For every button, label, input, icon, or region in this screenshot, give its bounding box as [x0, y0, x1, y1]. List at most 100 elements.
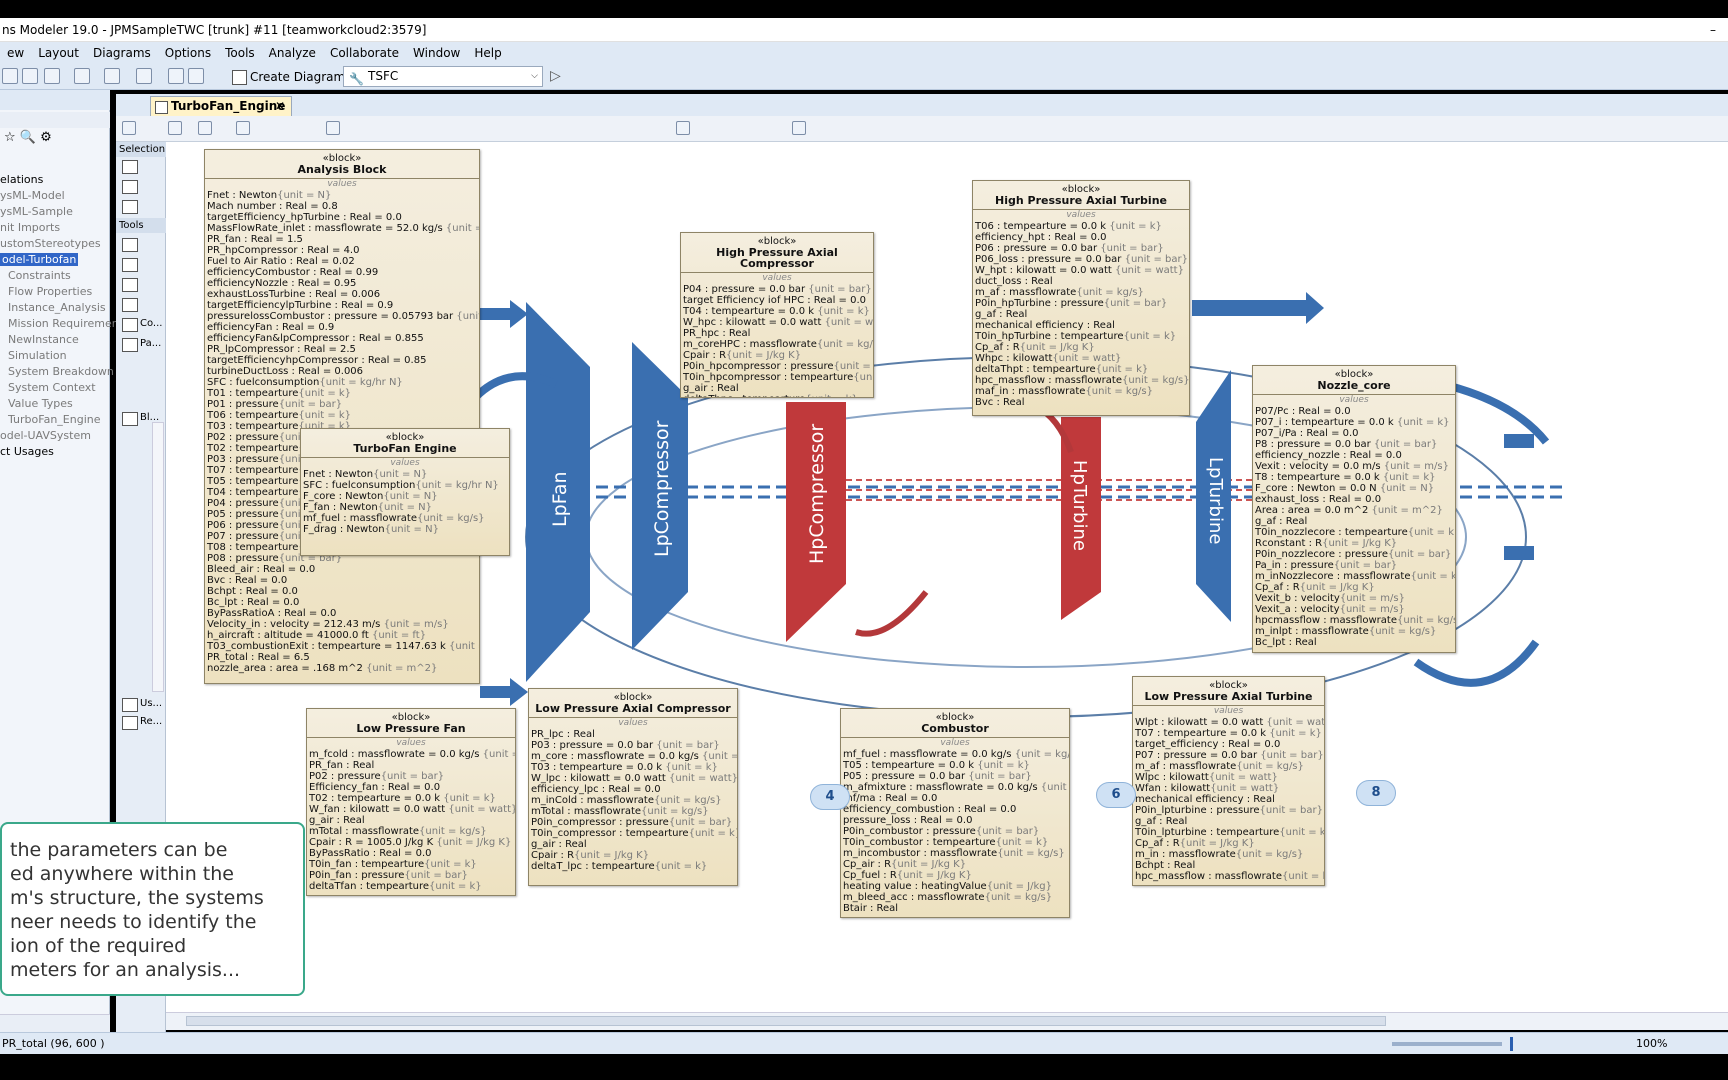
settings-icon[interactable]: [676, 121, 690, 135]
value-property[interactable]: P0in_hpTurbine : pressure{unit = bar}: [975, 298, 1168, 309]
text-icon[interactable]: [122, 298, 138, 312]
value-property[interactable]: PR_lpc : Real: [531, 729, 595, 740]
value-property[interactable]: g_af : Real: [1255, 516, 1308, 527]
value-property[interactable]: Bvc : Real: [975, 397, 1025, 408]
value-property[interactable]: P0in_hpcompressor : pressure{unit = bar}: [683, 361, 873, 372]
value-property[interactable]: P03 : pressure = 0.0 bar {unit = bar}: [531, 740, 720, 751]
minimize-button[interactable]: –: [1710, 23, 1716, 37]
value-property[interactable]: P08 : pressure{unit = bar}: [207, 553, 343, 564]
value-property[interactable]: deltaT_lpc : tempearture{unit = k}: [531, 861, 708, 872]
value-property[interactable]: P07_i/Pa : Real = 0.0: [1255, 428, 1359, 439]
value-property[interactable]: T0in_lpturbine : tempearture{unit = k}: [1135, 827, 1325, 838]
value-property[interactable]: g_air : Real: [309, 815, 365, 826]
value-property[interactable]: Wlpc : kilowatt{unit = watt}: [1135, 772, 1278, 783]
print-icon[interactable]: [22, 68, 38, 84]
canvas-hscroll[interactable]: [166, 1012, 1728, 1030]
validate-icon[interactable]: [136, 68, 152, 84]
value-property[interactable]: P02 : pressure{unit = bar}: [309, 771, 445, 782]
value-property[interactable]: P06 : pressure = 0.0 bar {unit = bar}: [975, 243, 1164, 254]
package-icon[interactable]: [122, 338, 138, 352]
value-property[interactable]: T0in_combustor : tempearture{unit = k}: [843, 837, 1049, 848]
value-property[interactable]: m_incombustor : massflowrate{unit = kg/s…: [843, 848, 1065, 859]
create-diagram-button[interactable]: Create Diagram: [230, 67, 345, 87]
menu-layout[interactable]: Layout: [38, 46, 79, 60]
value-property[interactable]: Cpair : R{unit = J/kg K}: [531, 850, 650, 861]
value-property[interactable]: Vexit_a : velocity{unit = m/s}: [1255, 604, 1405, 615]
value-property[interactable]: Whpc : kilowatt{unit = watt}: [975, 353, 1122, 364]
value-property[interactable]: exhaust_loss : Real = 0.0: [1255, 494, 1382, 505]
value-property[interactable]: m_af : massflowrate{unit = kg/s}: [975, 287, 1144, 298]
value-property[interactable]: nozzle_area : area = .168 m^2 {unit = m^…: [207, 663, 438, 674]
value-property[interactable]: efficiencyCombustor : Real = 0.99: [207, 267, 379, 278]
value-property[interactable]: T03 : tempearture = 0.0 k {unit = k}: [531, 762, 718, 773]
undo-icon[interactable]: [74, 68, 90, 84]
value-property[interactable]: P0in_compressor : pressure{unit = bar}: [531, 817, 733, 828]
tree-item[interactable]: ustomStereotypes: [0, 236, 123, 252]
value-property[interactable]: Bleed_air : Real = 0.0: [207, 564, 316, 575]
value-property[interactable]: pressurelossCombustor : pressure = 0.057…: [207, 311, 480, 322]
copy-icon[interactable]: [198, 121, 212, 135]
menu-diagrams[interactable]: Diagrams: [93, 46, 151, 60]
zoom-level[interactable]: 100%: [1636, 1037, 1668, 1050]
tree-item[interactable]: nit Imports: [0, 220, 123, 236]
value-property[interactable]: T0in_hpTurbine : tempearture{unit = k}: [975, 331, 1177, 342]
value-property[interactable]: efficiency_lpc : Real = 0.0: [531, 784, 661, 795]
close-icon[interactable]: ✕: [274, 99, 285, 113]
search-icon[interactable]: [792, 121, 806, 135]
value-property[interactable]: Mach number : Real = 0.8: [207, 201, 338, 212]
value-property[interactable]: efficiency_combustion : Real = 0.0: [843, 804, 1017, 815]
value-property[interactable]: F_fan : Newton{unit = N}: [303, 502, 432, 513]
value-property[interactable]: Wlpt : kilowatt = 0.0 watt {unit = watt}: [1135, 717, 1325, 728]
value-property[interactable]: Area : area = 0.0 m^2 {unit = m^2}: [1255, 505, 1443, 516]
value-property[interactable]: P05 : pressure = 0.0 bar {unit = bar}: [843, 771, 1032, 782]
value-property[interactable]: m_fcold : massflowrate = 0.0 kg/s {unit …: [309, 749, 515, 760]
value-property[interactable]: P06_loss : pressure = 0.0 bar {unit = ba…: [975, 254, 1189, 265]
browser-tool-icons[interactable]: ☆ 🔍 ⚙: [4, 130, 52, 145]
value-property[interactable]: targetEfficiency_hpTurbine : Real = 0.0: [207, 212, 402, 223]
menu-tools[interactable]: Tools: [225, 46, 255, 60]
value-property[interactable]: Fnet : Newton{unit = N}: [303, 469, 428, 480]
value-property[interactable]: m_coreHPC : massflowrate{unit = kg/s}: [683, 339, 873, 350]
value-property[interactable]: mechanical efficiency : Real: [975, 320, 1115, 331]
diagram-canvas[interactable]: LpFan LpCompressor HpCompressor HpTurbin…: [166, 142, 1728, 1012]
back-icon[interactable]: [122, 121, 136, 135]
value-property[interactable]: SFC : fuelconsumption{unit = kg/hr N}: [303, 480, 499, 491]
menu-options[interactable]: Options: [164, 46, 212, 60]
value-property[interactable]: T04 : tempearture = 0.0 k {unit = k}: [683, 306, 870, 317]
value-property[interactable]: PR_fan : Real: [309, 760, 375, 771]
menu-analyze[interactable]: Analyze: [268, 46, 316, 60]
value-property[interactable]: hpc_massflow : massflowrate{unit = kg/s}: [1135, 871, 1324, 882]
stamp-icon[interactable]: [122, 238, 138, 252]
save-icon[interactable]: [2, 68, 18, 84]
value-property[interactable]: F_drag : Newton{unit = N}: [303, 524, 439, 535]
tree-item[interactable]: Instance_Analysis: [0, 300, 123, 316]
value-property[interactable]: P0in_nozzlecore : pressure{unit = bar}: [1255, 549, 1452, 560]
value-property[interactable]: targetEfficiencyhpCompressor : Real = 0.…: [207, 355, 427, 366]
redo-icon[interactable]: [104, 68, 120, 84]
value-property[interactable]: Wfan : kilowatt{unit = watt}: [1135, 783, 1280, 794]
tree-item[interactable]: ysML-Sample: [0, 204, 123, 220]
value-property[interactable]: Btair : Real: [843, 903, 899, 914]
tree-item[interactable]: Value Types: [0, 396, 123, 412]
align-icon[interactable]: [122, 278, 138, 292]
value-property[interactable]: T01 : tempearture{unit = k}: [207, 388, 352, 399]
value-property[interactable]: SFC : fuelconsumption{unit = kg/hr N}: [207, 377, 403, 388]
value-property[interactable]: W_hpt : kilowatt = 0.0 watt {unit = watt…: [975, 265, 1184, 276]
value-property[interactable]: T07 : tempearture = 0.0 k {unit = k}: [1135, 728, 1322, 739]
value-property[interactable]: Cpair : R{unit = J/kg K}: [683, 350, 802, 361]
value-property[interactable]: efficiencyFan : Real = 0.9: [207, 322, 335, 333]
value-property[interactable]: m_afmixture : massflowrate = 0.0 kg/s {u…: [843, 782, 1069, 793]
value-property[interactable]: pressure_loss : Real = 0.0: [843, 815, 973, 826]
marquee-icon[interactable]: [122, 180, 138, 194]
value-property[interactable]: maf_in : massflowrate{unit = kg/s}: [975, 386, 1153, 397]
relation-icon[interactable]: [122, 716, 138, 730]
value-property[interactable]: m_inCold : massflowrate{unit = kg/s}: [531, 795, 722, 806]
value-property[interactable]: W_hpc : kilowatt = 0.0 watt {unit = watt…: [683, 317, 874, 328]
value-property[interactable]: T02 : tempearture = 0.0 k {unit = k}: [309, 793, 496, 804]
tree-item[interactable]: ct Usages: [0, 444, 123, 460]
value-property[interactable]: PR_hpCompressor : Real = 4.0: [207, 245, 360, 256]
